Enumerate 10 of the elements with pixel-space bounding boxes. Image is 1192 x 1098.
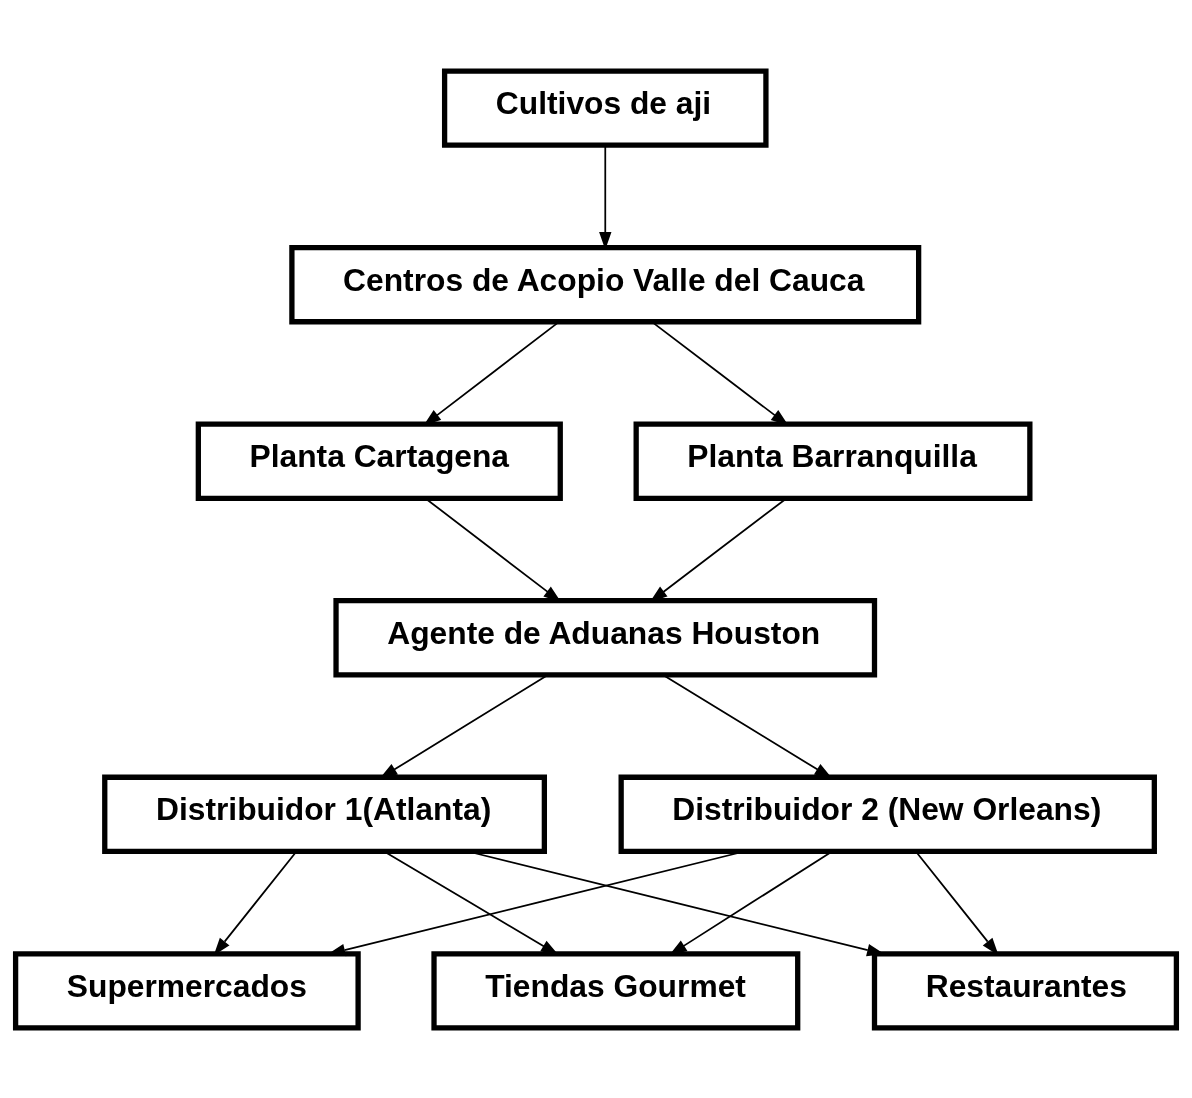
node-box: Cultivos de aji: [441, 67, 769, 148]
node-box: Planta Barranquilla: [633, 421, 1033, 501]
node-box: Restaurantes: [871, 950, 1180, 1031]
node-box: Distribuidor 1(Atlanta): [102, 774, 547, 854]
node-box: Distribuidor 2 (New Orleans): [618, 774, 1157, 854]
node-box: Tiendas Gourmet: [431, 950, 801, 1031]
node-box: Agente de Aduanas Houston: [333, 597, 878, 677]
node-box: Planta Cartagena: [195, 421, 563, 501]
node-box: Supermercados: [12, 950, 361, 1031]
node-box: Centros de Acopio Valle del Cauca: [289, 244, 922, 324]
